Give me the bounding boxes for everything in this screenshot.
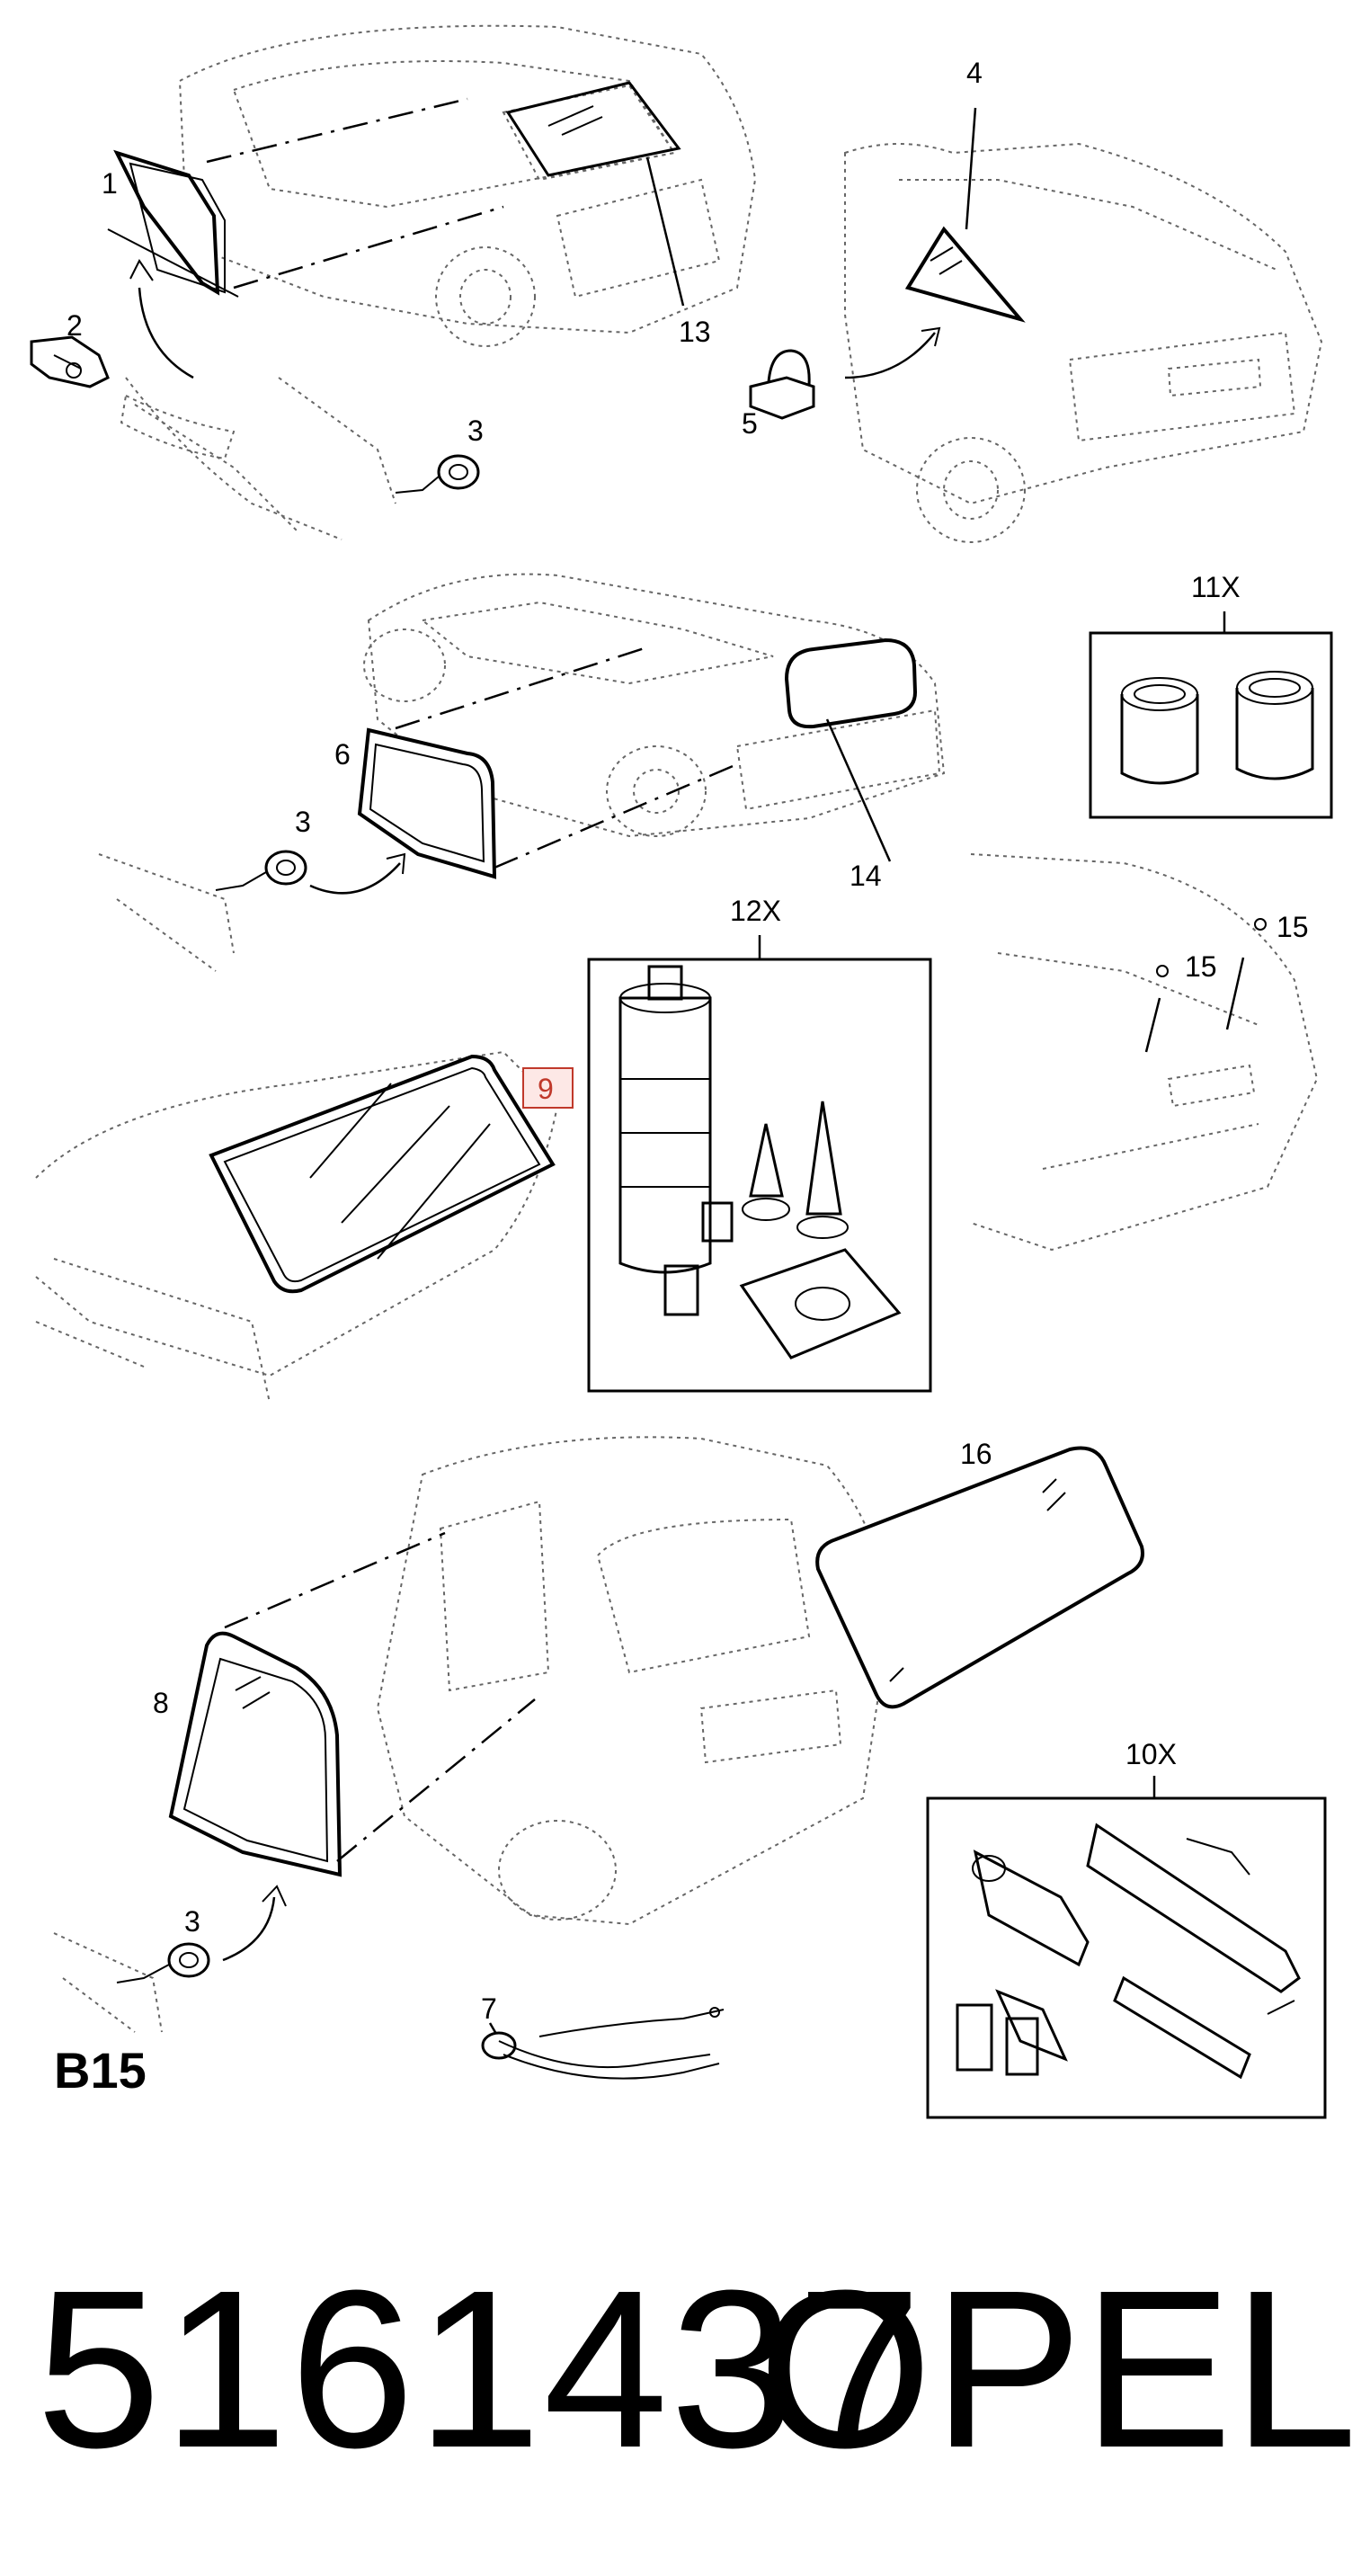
callout-5: 5 [742, 407, 758, 440]
callout-15-right: 15 [1277, 911, 1309, 943]
kit-box-10x [926, 1776, 1327, 2119]
clip-part-2 [30, 335, 110, 388]
callout-13: 13 [679, 316, 711, 348]
repair-kit-items [956, 1823, 1301, 2080]
side-glass-8 [168, 1631, 342, 1877]
brand-name: OPEL [758, 2243, 1357, 2494]
footer: 5161437 OPEL [0, 2248, 1370, 2518]
rear-car-sketch-15 [970, 853, 1319, 1252]
suv-car-sketch [376, 1436, 892, 1926]
estate-car-sketch [363, 573, 946, 838]
callout-3-middle: 3 [295, 806, 311, 838]
rear-window-glass-16 [815, 1446, 1144, 1709]
spacer-kit-items [1120, 671, 1314, 785]
parts-diagram: 1 2 3 4 5 13 11X 6 3 14 12X 15 15 9 16 1… [30, 24, 1333, 2119]
callout-9: 9 [538, 1073, 554, 1105]
hatchback-car-sketch [125, 24, 757, 540]
grommet-part-3-top [395, 454, 480, 494]
callout-9-box [522, 1067, 574, 1109]
wire-harness-7 [481, 2007, 725, 2080]
rear-window-glass-13 [505, 81, 681, 177]
callout-14: 14 [850, 860, 882, 892]
section-code: B15 [54, 2042, 147, 2099]
stud-parts-15 [1144, 918, 1267, 1053]
callout-12x: 12X [730, 895, 781, 927]
side-glass-6 [357, 727, 497, 879]
grommet-part-3-middle [215, 850, 307, 891]
callout-16: 16 [960, 1438, 992, 1470]
kit-box-11x [1089, 611, 1333, 819]
part-number: 5161437 [36, 2243, 924, 2494]
windscreen-car-sketch [35, 1050, 559, 1404]
callout-15-left: 15 [1185, 950, 1217, 983]
callout-6: 6 [334, 738, 351, 771]
callout-2: 2 [67, 309, 83, 342]
grommet-part-3-bottom [116, 1942, 210, 1983]
callout-4: 4 [966, 57, 983, 89]
rear-quarter-glass-4 [904, 226, 1026, 323]
callout-8: 8 [153, 1687, 169, 1719]
callout-1: 1 [102, 167, 118, 200]
callout-10x: 10X [1125, 1738, 1177, 1770]
windscreen-glass-9 [209, 1054, 556, 1294]
adhesive-kit-items [618, 965, 902, 1359]
callout-7: 7 [481, 1992, 497, 2025]
rear-window-glass-14 [784, 637, 918, 729]
rear-car-sketch [844, 142, 1323, 543]
callout-11x: 11X [1191, 571, 1241, 603]
callout-3-bottom: 3 [184, 1905, 200, 1938]
kit-box-12x [587, 935, 932, 1393]
callout-3-top: 3 [467, 414, 484, 447]
side-quarter-glass-1 [107, 149, 239, 298]
mount-part-5 [749, 349, 815, 420]
